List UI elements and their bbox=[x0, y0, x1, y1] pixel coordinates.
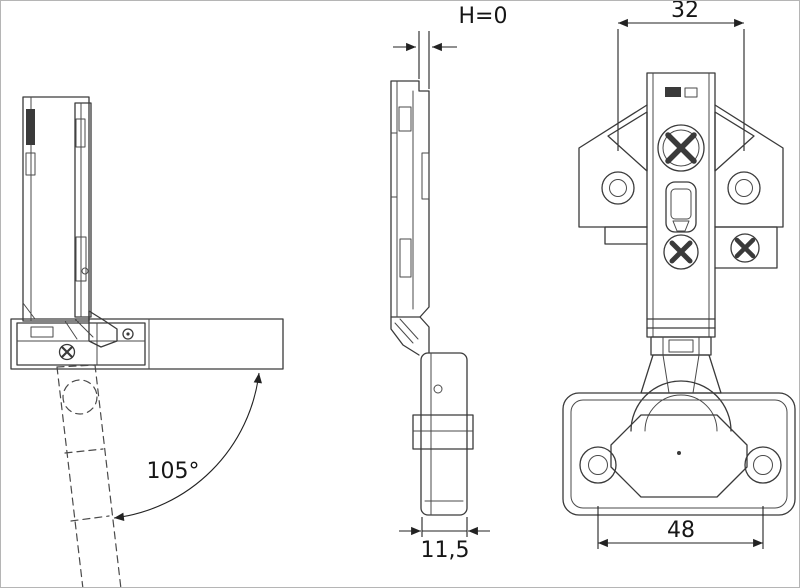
hinge-arm-front bbox=[646, 72, 716, 338]
view-side-elevation: H=0 11,5 bbox=[390, 4, 507, 563]
hinge-foot-side bbox=[390, 316, 430, 356]
phillips-screw-top bbox=[657, 124, 705, 172]
cup-hole-left bbox=[579, 446, 617, 484]
hinge-cup-front bbox=[562, 354, 796, 516]
phillips-screw-middle bbox=[663, 234, 699, 270]
view-open-position: 105° bbox=[10, 96, 284, 587]
cabinet-panel bbox=[10, 318, 284, 370]
hinge-linkage-open bbox=[64, 310, 118, 348]
h-dimension-label: H=0 bbox=[459, 4, 508, 29]
cup-distance-label: 11,5 bbox=[421, 538, 470, 563]
dimension-h: H=0 bbox=[393, 4, 507, 89]
door-panel-open bbox=[22, 96, 92, 322]
hinge-cup-side bbox=[412, 352, 474, 516]
angle-arc bbox=[113, 372, 262, 521]
mounting-plate-side bbox=[16, 322, 146, 366]
cup-hole-right bbox=[744, 446, 782, 484]
hinge-arm-on-door bbox=[74, 102, 92, 318]
wing-hole-left bbox=[601, 171, 635, 205]
hatch-right bbox=[714, 111, 755, 172]
dimension-cup-distance: 11,5 bbox=[399, 517, 490, 563]
center-mark bbox=[677, 451, 681, 455]
bottom-spacing-label: 48 bbox=[667, 518, 695, 543]
cup-neck bbox=[640, 354, 722, 394]
view-front: 32 bbox=[562, 1, 796, 549]
angle-label: 105° bbox=[147, 459, 200, 484]
cup-dome bbox=[630, 380, 732, 432]
adjustment-slot bbox=[665, 181, 697, 233]
wing-hole-right bbox=[727, 171, 761, 205]
cup-flange bbox=[412, 414, 474, 450]
panel-outline bbox=[10, 318, 284, 370]
cam-dot bbox=[122, 328, 134, 340]
cup-plate bbox=[562, 392, 796, 516]
cup-body bbox=[420, 352, 468, 516]
dimension-32: 32 bbox=[617, 1, 745, 151]
door-closed-phantom bbox=[56, 364, 122, 587]
angle-dimension: 105° bbox=[113, 372, 262, 521]
hinge-knuckle bbox=[646, 318, 716, 356]
door-outline bbox=[22, 96, 90, 322]
phillips-screw-side bbox=[58, 343, 76, 361]
mounting-plate-wings bbox=[578, 104, 784, 269]
top-spacing-label: 32 bbox=[671, 1, 699, 23]
hinge-arm-side bbox=[390, 80, 430, 318]
dimension-48: 48 bbox=[597, 506, 764, 549]
hatch-left bbox=[607, 111, 648, 172]
phillips-screw-lower bbox=[730, 233, 760, 263]
arm-body bbox=[646, 72, 716, 338]
